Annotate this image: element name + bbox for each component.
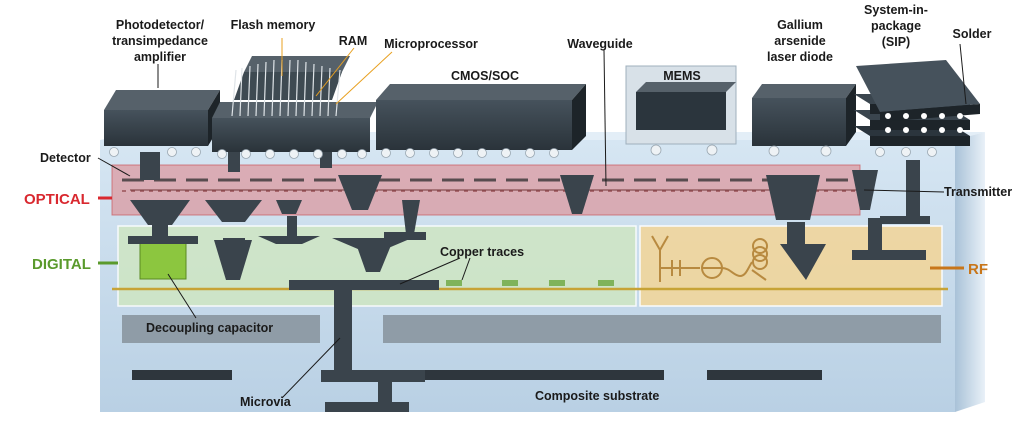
- cmos-soc-chip: [376, 84, 586, 150]
- photodetector-label-3: amplifier: [134, 50, 186, 64]
- transmitter-label: Transmitter: [944, 185, 1012, 199]
- leader-lines-orange: [281, 38, 393, 105]
- leader-lines: [97, 43, 967, 399]
- mems-label: MEMS: [663, 69, 701, 83]
- photodetector-chip: [104, 90, 220, 146]
- gallium-label-1: Gallium: [777, 18, 823, 32]
- optical-layer-label: OPTICAL: [24, 191, 90, 208]
- components: [104, 56, 980, 159]
- photodetector-label-1: Photodetector/: [116, 18, 205, 32]
- copper-traces-label: Copper traces: [440, 245, 524, 259]
- gallium-label-2: arsenide: [774, 34, 825, 48]
- power-plane-right: [383, 315, 941, 343]
- composite-substrate-label: Composite substrate: [535, 389, 659, 403]
- rf-layer-label: RF: [968, 261, 988, 278]
- rf-circuit-icon: [651, 235, 768, 282]
- solder-bumps: [109, 144, 937, 159]
- laser-diode-chip: [752, 84, 856, 146]
- decoupling-capacitor: [139, 242, 187, 280]
- flash-memory-package: [212, 56, 378, 152]
- vias: [128, 150, 930, 412]
- decoupling-capacitor-label: Decoupling capacitor: [146, 321, 273, 335]
- mems-device: [625, 65, 737, 145]
- power-plane-left: [122, 315, 320, 343]
- sip-label-3: (SIP): [882, 35, 910, 49]
- labels: Photodetector/ transimpedance amplifier …: [24, 3, 1012, 409]
- system-in-package: [854, 60, 980, 146]
- internal-layers: [122, 315, 941, 380]
- gallium-label-3: laser diode: [767, 50, 833, 64]
- cmos-soc-label: CMOS/SOC: [451, 69, 519, 83]
- digital-layer-label: DIGITAL: [32, 256, 91, 273]
- sip-label-2: package: [871, 19, 921, 33]
- ram-label: RAM: [339, 34, 367, 48]
- sip-label-1: System-in-: [864, 3, 928, 17]
- microprocessor-label: Microprocessor: [384, 37, 478, 51]
- substrate-side-face: [955, 132, 985, 412]
- microvia-label: Microvia: [240, 395, 292, 409]
- detector-label: Detector: [40, 151, 91, 165]
- flash-memory-label: Flash memory: [231, 18, 316, 32]
- photodetector-label-2: transimpedance: [112, 34, 208, 48]
- optical-layer: [111, 164, 861, 216]
- solder-label: Solder: [953, 27, 992, 41]
- waveguide-label: Waveguide: [567, 37, 633, 51]
